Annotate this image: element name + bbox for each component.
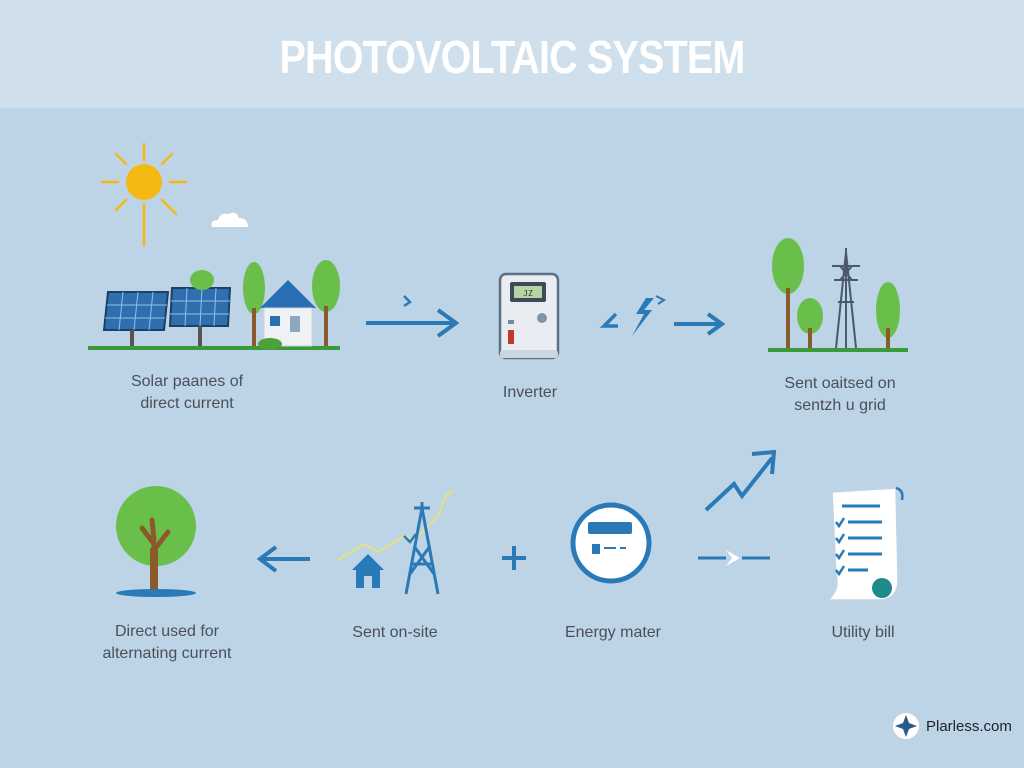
label-utility-bill: Utility bill [831,624,895,641]
logo-icon [893,713,919,739]
sun-icon [100,142,188,247]
plus-icon [502,546,526,570]
label-direct-used: Direct used for alternating current [102,623,232,662]
label-solar-panels: Solar paanes of direct current [130,373,244,412]
arrow-left-icon [256,545,310,573]
logo-text: Plarless.com [926,717,1012,735]
power-tower-icon [768,238,908,352]
inverter-icon: JZ [498,272,560,360]
solar-panel-icon [88,260,340,350]
svg-text:JZ: JZ [523,289,533,298]
arrow-right-icon [674,312,726,336]
arrow-up-right-icon [704,449,777,512]
header-band [0,0,1024,108]
meter-icon [570,502,652,584]
label-sent-onsite: Sent on-site [352,624,438,641]
label-grid: Sent oaitsed on sentzh u grid [784,375,896,414]
exchange-icon [698,550,770,566]
label-energy-meter: Energy mater [564,624,662,641]
bill-icon [825,486,904,601]
lightning-icon [599,295,666,336]
logo: Plarless.com [892,710,1022,742]
house-icon [337,489,455,595]
cloud-icon [211,212,248,227]
label-inverter: Inverter [502,384,558,401]
arrow-right-icon [366,295,460,338]
tree-icon [116,486,196,597]
page-title: PHOTOVOLTAIC SYSTEM [279,31,745,83]
